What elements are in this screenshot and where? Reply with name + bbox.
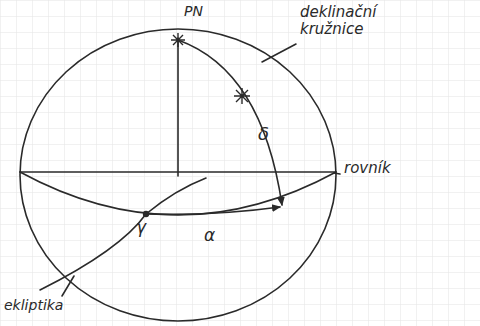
pole-star	[171, 33, 185, 47]
vernal-point	[144, 212, 149, 217]
sphere-outline	[20, 29, 336, 321]
declination-circle	[178, 40, 282, 205]
star	[234, 88, 250, 104]
vernal-point-symbol: γ	[136, 218, 146, 237]
ecliptic-label: ekliptika	[4, 298, 63, 313]
right-ascension-arrow	[146, 207, 280, 214]
polar-axis	[177, 38, 179, 176]
equator-front	[20, 172, 336, 215]
declination-symbol: δ	[258, 124, 269, 144]
leader-line	[262, 44, 296, 62]
leader-line	[334, 173, 340, 174]
leader-line	[62, 276, 74, 296]
right-ascension-symbol: α	[204, 226, 215, 245]
equator-label: rovník	[344, 160, 391, 177]
ecliptic	[40, 178, 206, 290]
circle-label: deklinační kružnice	[300, 4, 410, 37]
pole-label: PN	[184, 4, 203, 19]
